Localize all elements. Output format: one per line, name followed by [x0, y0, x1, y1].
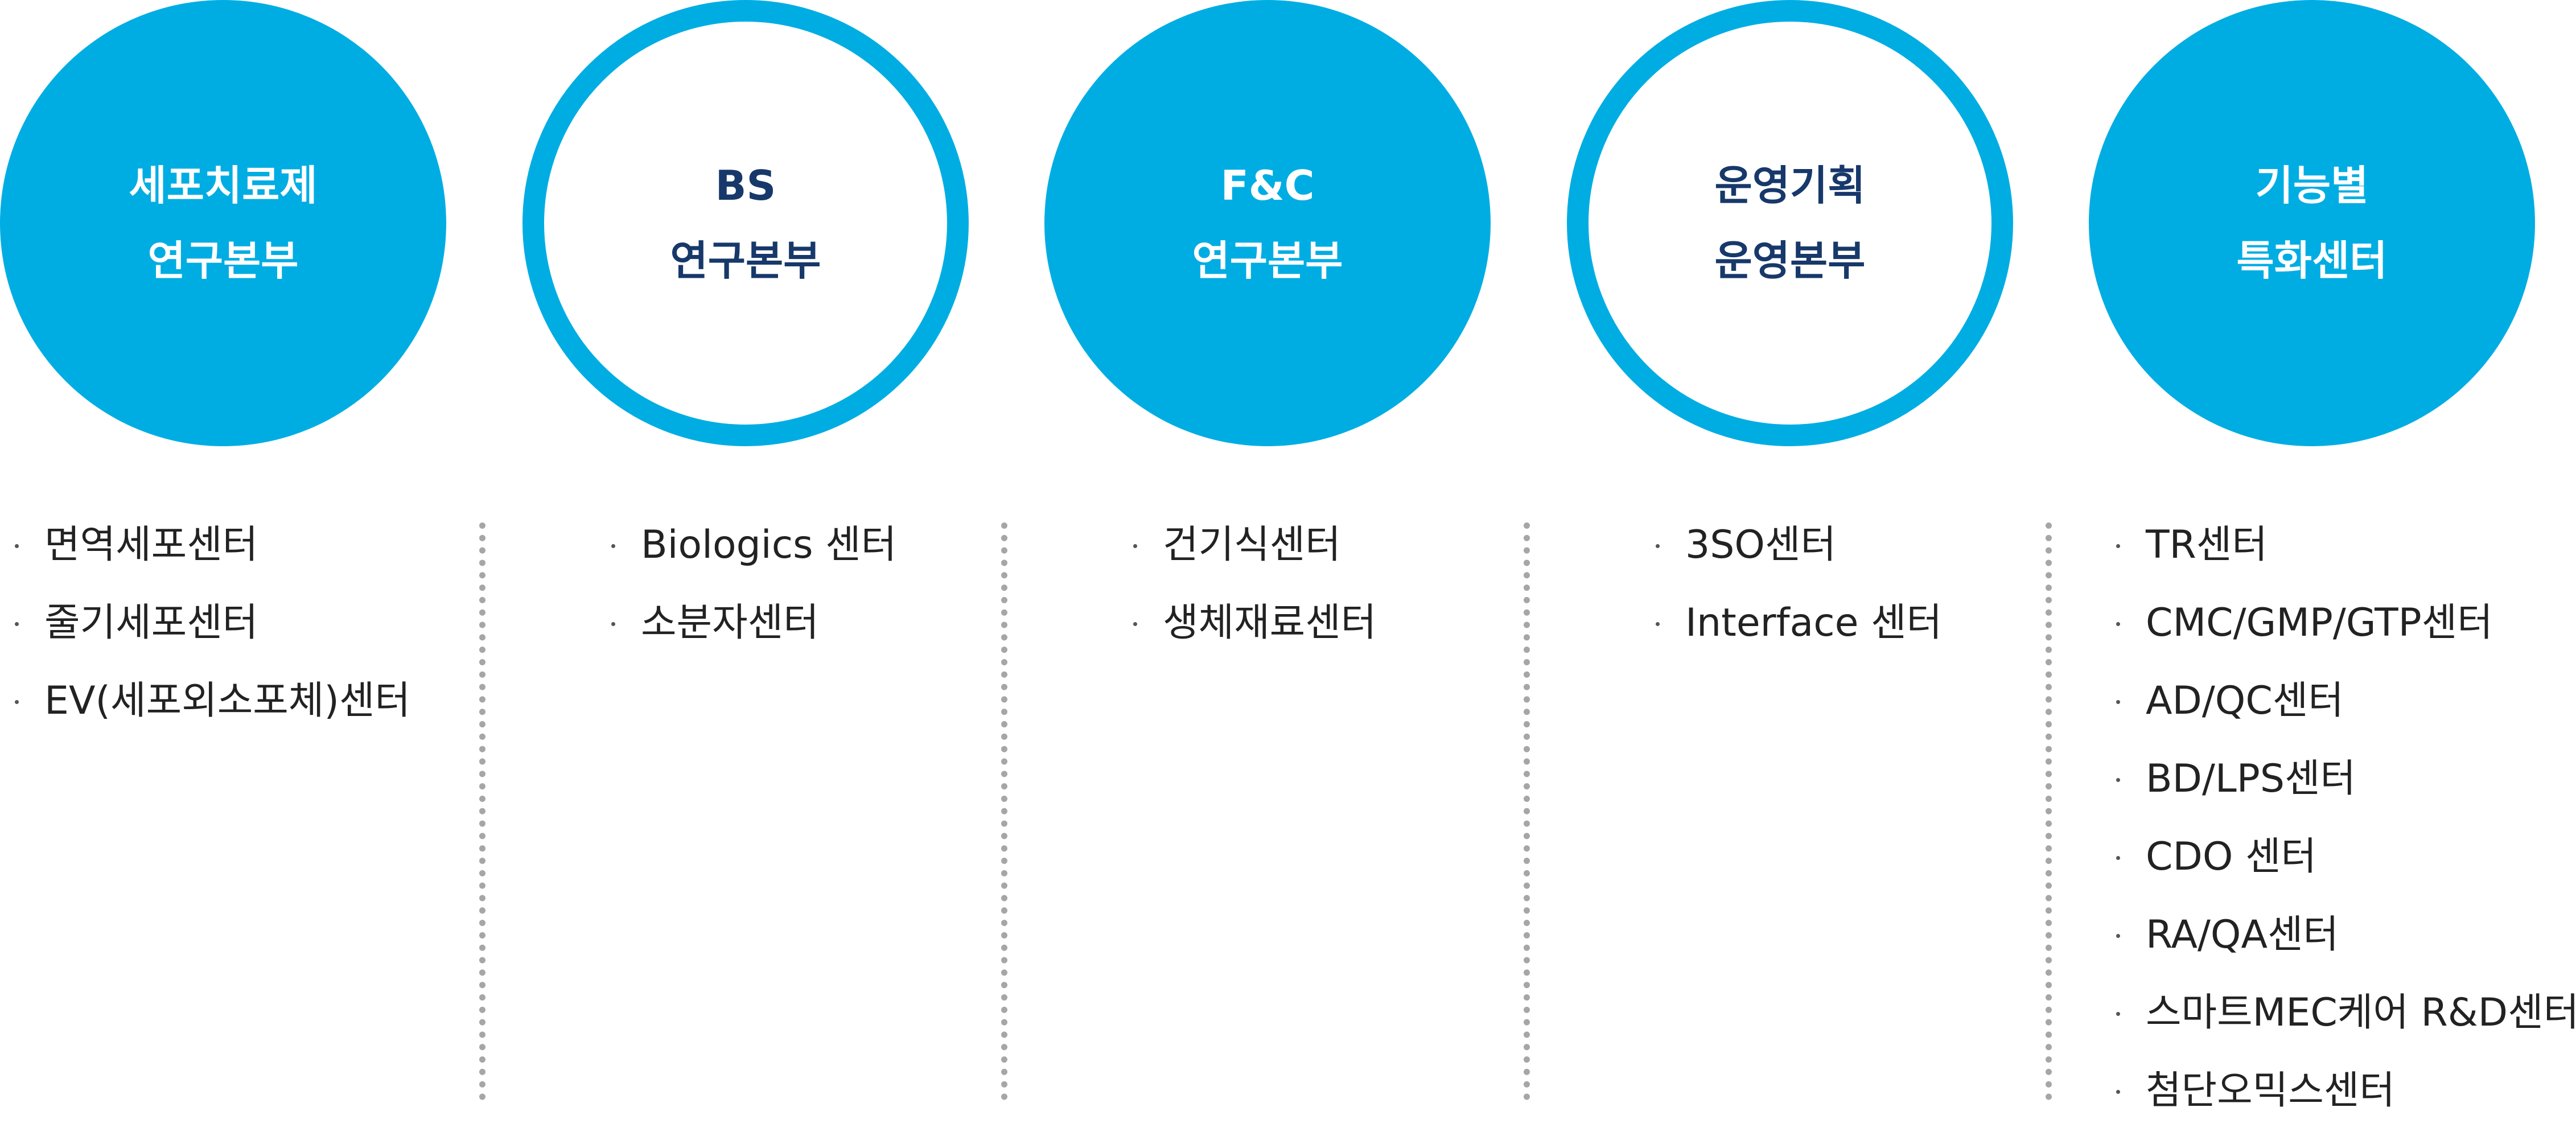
center-item: AD/QC센터 [2101, 668, 2576, 746]
dotted-divider [2046, 522, 2052, 1100]
center-item: 생체재료센터 [1118, 590, 1376, 668]
center-item: 3SO센터 [1641, 512, 1942, 590]
division-circle-cell-therapy: 세포치료제 연구본부 [0, 0, 446, 446]
division-title-line2: 운영본부 [1714, 237, 1866, 285]
center-item: CDO 센터 [2101, 824, 2576, 902]
dotted-divider [479, 522, 485, 1100]
division-title-line1: 운영기획 [1714, 162, 1866, 209]
center-item: CMC/GMP/GTP센터 [2101, 590, 2576, 668]
center-item: EV(세포외소포체)센터 [0, 668, 410, 746]
center-item: 소분자센터 [596, 590, 896, 668]
division-circle-operations: 운영기획 운영본부 [1567, 0, 2013, 446]
center-list: 면역세포센터 줄기세포센터 EV(세포외소포체)센터 [0, 512, 410, 746]
division-title-line2: 연구본부 [147, 237, 299, 285]
division-title-line2: 특화센터 [2236, 237, 2388, 285]
center-list: Biologics 센터 소분자센터 [596, 512, 896, 668]
center-item: 줄기세포센터 [0, 590, 410, 668]
dotted-divider [1001, 522, 1007, 1100]
division-title-line1: 세포치료제 [129, 162, 318, 209]
center-item: Interface 센터 [1641, 590, 1942, 668]
center-list: 3SO센터 Interface 센터 [1641, 512, 1942, 668]
division-circle-fc: F&C 연구본부 [1044, 0, 1491, 446]
column-fc: F&C 연구본부 건기식센터 생체재료센터 [1044, 0, 1557, 1116]
center-list: 건기식센터 생체재료센터 [1118, 512, 1376, 668]
center-list: TR센터 CMC/GMP/GTP센터 AD/QC센터 BD/LPS센터 CDO … [2101, 512, 2576, 1136]
center-item: 건기식센터 [1118, 512, 1376, 590]
division-title-line2: 연구본부 [670, 237, 821, 285]
center-item: 스마트MEC케어 R&D센터 [2101, 980, 2576, 1058]
center-item: Biologics 센터 [596, 512, 896, 590]
column-bs: BS 연구본부 Biologics 센터 소분자센터 [522, 0, 1035, 1116]
division-circle-bs: BS 연구본부 [522, 0, 969, 446]
column-cell-therapy: 세포치료제 연구본부 면역세포센터 줄기세포센터 EV(세포외소포체)센터 [0, 0, 512, 1116]
column-specialized: 기능별 특화센터 TR센터 CMC/GMP/GTP센터 AD/QC센터 BD/L… [2089, 0, 2576, 1116]
division-circle-specialized: 기능별 특화센터 [2089, 0, 2535, 446]
division-title-line1: BS [715, 162, 776, 209]
column-operations: 운영기획 운영본부 3SO센터 Interface 센터 [1567, 0, 2079, 1116]
center-item: 면역세포센터 [0, 512, 410, 590]
center-item: 첨단오믹스센터 [2101, 1058, 2576, 1136]
division-title-line1: F&C [1220, 162, 1315, 209]
division-title-line1: 기능별 [2255, 162, 2369, 209]
center-item: BD/LPS센터 [2101, 746, 2576, 824]
dotted-divider [1524, 522, 1530, 1100]
center-item: TR센터 [2101, 512, 2576, 590]
division-title-line2: 연구본부 [1192, 237, 1343, 285]
center-item: RA/QA센터 [2101, 902, 2576, 980]
